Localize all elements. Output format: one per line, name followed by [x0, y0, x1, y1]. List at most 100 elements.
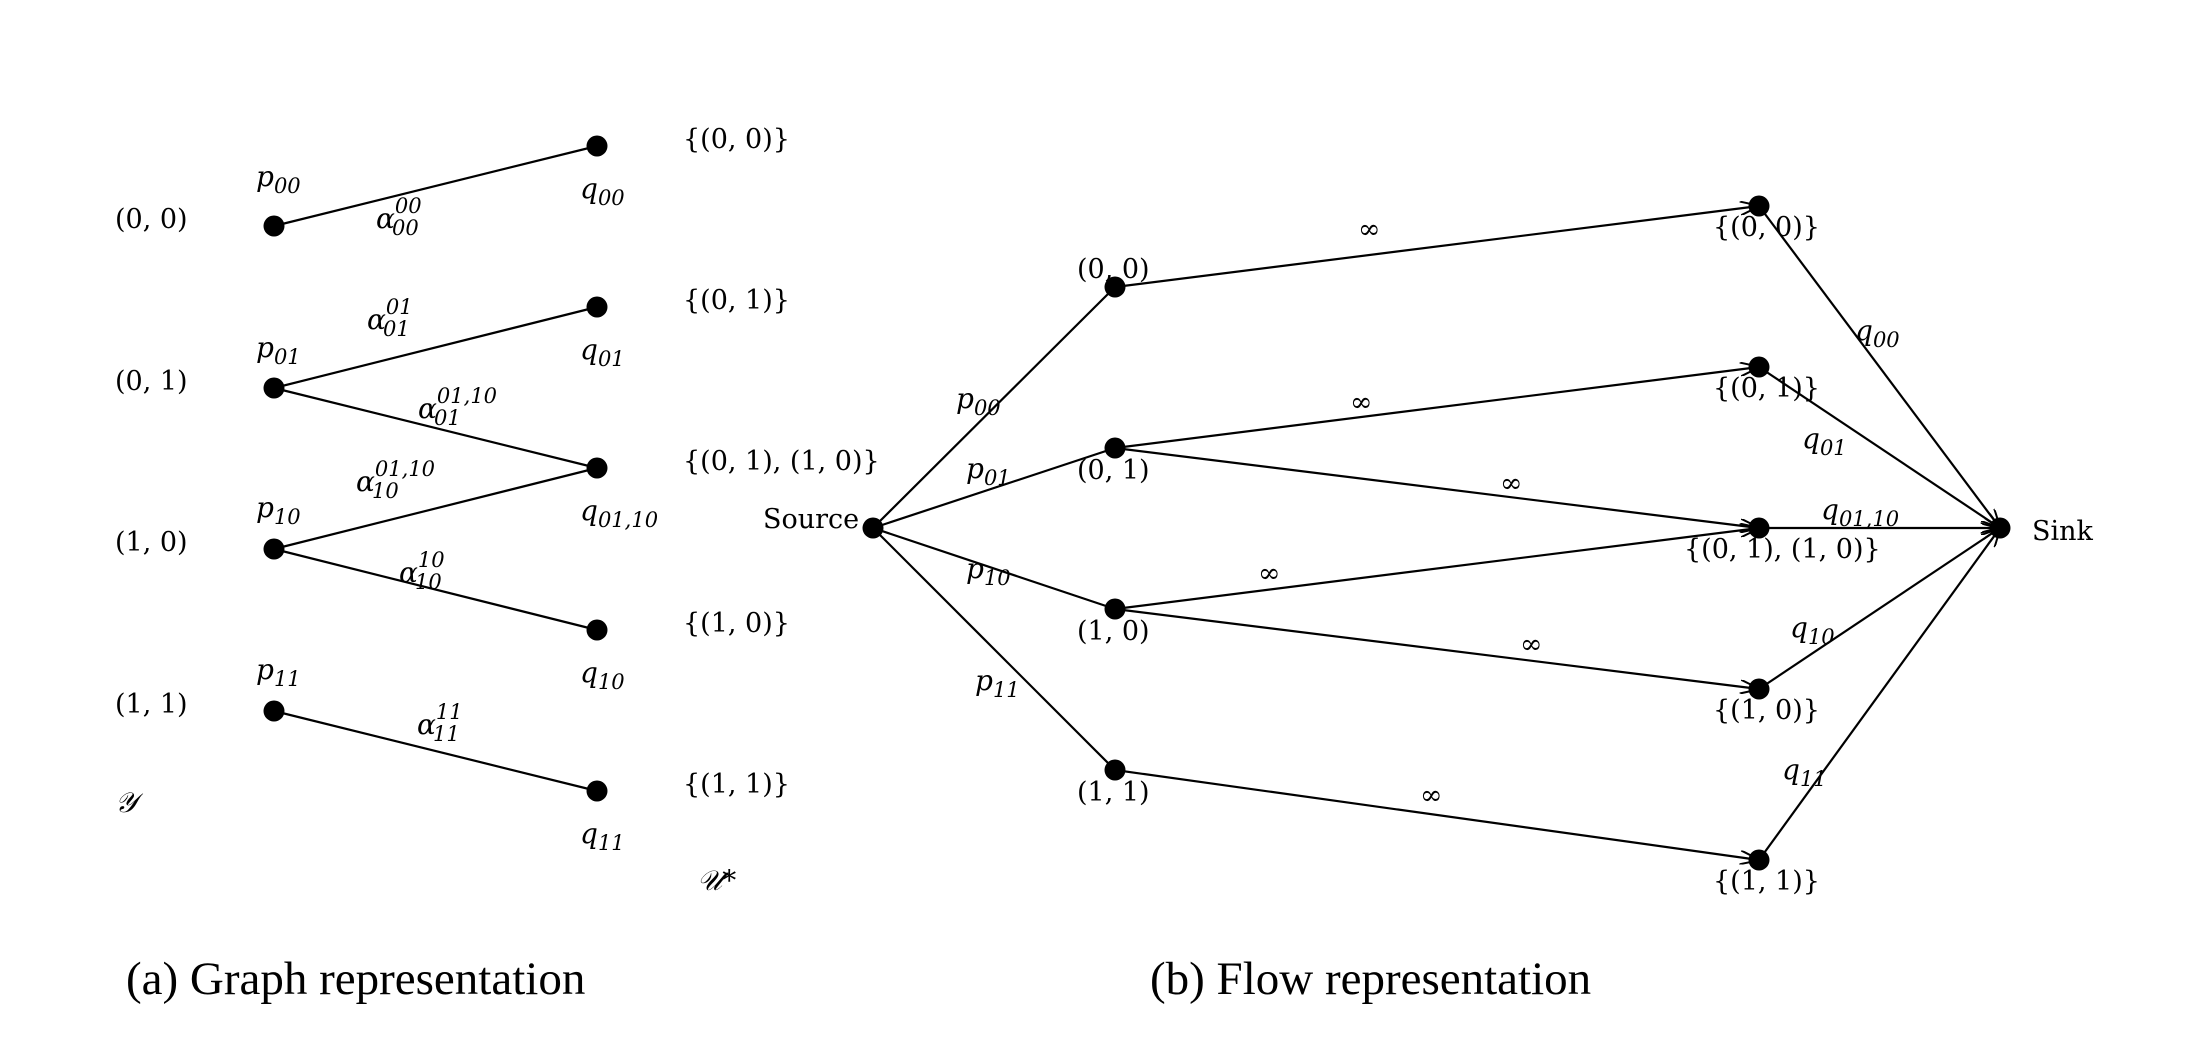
flow-mid-label-01: (0, 1)	[1077, 455, 1150, 486]
flow-inf-edge-10-10	[1114, 607, 1759, 689]
flow-sink-edges	[1758, 205, 2000, 861]
flow-inf-edge-01-01	[1114, 367, 1759, 450]
graph-left-label-10: (1, 0)	[115, 527, 188, 558]
graph-edge-01-0110	[273, 386, 598, 470]
flow-q-label-10: q10	[1790, 611, 1835, 649]
flow-edge-source-01	[872, 446, 1116, 530]
flow-edge-11-sink	[1758, 528, 2000, 861]
flow-inf-edge-00-00	[1114, 206, 1759, 289]
graph-edge-00-00	[273, 144, 598, 228]
flow-inf-edge-11-11	[1114, 768, 1759, 860]
flow-representation: Source Sink (0, 0) (0, 1) (1, 0) (1, 1) …	[763, 195, 2094, 1005]
flow-set-node-01	[1748, 356, 1770, 378]
flow-inf-label-11-11: ∞	[1420, 780, 1443, 811]
flow-p-label-11: p11	[975, 664, 1020, 702]
flow-set-node-00	[1748, 195, 1770, 217]
flow-set-label-01: {(0, 1)}	[1713, 373, 1820, 404]
graph-right-set-name: 𝒰*	[697, 864, 736, 897]
flow-inf-label-10-0110: ∞	[1258, 558, 1281, 589]
graph-representation: (0, 0) (0, 1) (1, 0) (1, 1) p00 p01 p10 …	[115, 124, 880, 1005]
flow-sink-node	[1989, 517, 2011, 539]
flow-set-label-00: {(0, 0)}	[1713, 212, 1820, 243]
flow-inf-label-01-0110: ∞	[1500, 468, 1523, 499]
flow-mid-label-00: (0, 0)	[1077, 254, 1150, 285]
graph-left-nodes	[263, 215, 285, 722]
flow-p-label-00: p00	[956, 382, 1001, 420]
graph-edge-10-10	[273, 547, 598, 632]
flow-set-node-0110	[1748, 517, 1770, 539]
graph-left-label-11: (1, 1)	[115, 689, 188, 720]
flow-inf-label-10-10: ∞	[1520, 629, 1543, 660]
flow-mid-label-11: (1, 1)	[1077, 777, 1150, 808]
graph-set-label-01: {(0, 1)}	[683, 285, 790, 316]
flow-p-label-10: p10	[966, 552, 1011, 590]
graph-set-label-0110: {(0, 1), (1, 0)}	[683, 446, 880, 477]
graph-set-node-0110	[586, 457, 608, 479]
flow-q-label-0110: q01,10	[1821, 493, 1899, 531]
graph-p-label-11: p11	[256, 653, 301, 691]
graph-p-label-01: p01	[256, 331, 301, 369]
flow-p-label-01: p01	[966, 452, 1011, 490]
graph-set-label-11: {(1, 1)}	[683, 769, 790, 800]
graph-edges	[273, 144, 598, 793]
graph-set-node-00	[586, 135, 608, 157]
flow-edge-source-00	[872, 286, 1116, 529]
graph-q-label-01: q01	[580, 333, 625, 371]
graph-q-label-11: q11	[580, 817, 625, 855]
graph-p-label-00: p00	[256, 160, 301, 198]
flow-set-label-11: {(1, 1)}	[1713, 866, 1820, 897]
flow-q-label-11: q11	[1782, 753, 1827, 791]
flow-mid-label-10: (1, 0)	[1077, 616, 1150, 647]
graph-right-nodes	[586, 135, 608, 802]
graph-caption: (a) Graph representation	[126, 953, 585, 1005]
flow-mid-node-01	[1104, 437, 1126, 459]
graph-left-label-00: (0, 0)	[115, 204, 188, 235]
graph-node-00	[263, 215, 285, 237]
flow-q-label-01: q01	[1802, 422, 1847, 460]
graph-q-label-00: q00	[580, 172, 625, 210]
flow-mid-node-00	[1104, 276, 1126, 298]
graph-p-label-10: p10	[256, 491, 301, 529]
graph-set-node-10	[586, 619, 608, 641]
flow-inf-label-01-01: ∞	[1350, 387, 1373, 418]
graph-edge-10-0110	[273, 466, 598, 551]
graph-set-node-01	[586, 296, 608, 318]
graph-edge-01-01	[273, 305, 598, 390]
graph-q-label-0110: q01,10	[580, 494, 658, 532]
flow-caption: (b) Flow representation	[1150, 953, 1591, 1005]
flow-inf-edge-01-0110	[1114, 446, 1759, 528]
flow-edge-10-sink	[1758, 528, 2000, 690]
flow-edge-00-sink	[1758, 205, 2000, 528]
graph-q-label-10: q10	[580, 656, 625, 694]
flow-infinity-edges	[1114, 206, 1759, 860]
flow-edge-01-sink	[1758, 366, 2000, 528]
flow-edge-source-11	[872, 527, 1116, 771]
graph-left-set-name: 𝒴	[115, 786, 144, 819]
flow-set-label-10: {(1, 0)}	[1713, 695, 1820, 726]
flow-source-node	[862, 517, 884, 539]
flow-source-edges	[872, 286, 1116, 771]
graph-left-label-01: (0, 1)	[115, 366, 188, 397]
flow-sink-label: Sink	[2032, 516, 2094, 547]
flow-inf-label-00-00: ∞	[1358, 214, 1381, 245]
graph-node-10	[263, 538, 285, 560]
flow-q-label-00: q00	[1855, 314, 1900, 352]
flow-mid-node-11	[1104, 759, 1126, 781]
graph-node-01	[263, 377, 285, 399]
flow-set-label-0110: {(0, 1), (1, 0)}	[1684, 534, 1881, 565]
graph-set-label-10: {(1, 0)}	[683, 608, 790, 639]
flow-inf-edge-10-0110	[1114, 528, 1759, 611]
flow-mid-node-10	[1104, 598, 1126, 620]
flow-set-node-10	[1748, 678, 1770, 700]
graph-set-label-00: {(0, 0)}	[683, 124, 790, 155]
graph-edge-11-11	[273, 709, 598, 793]
flow-source-label: Source	[763, 504, 859, 535]
graph-node-11	[263, 700, 285, 722]
